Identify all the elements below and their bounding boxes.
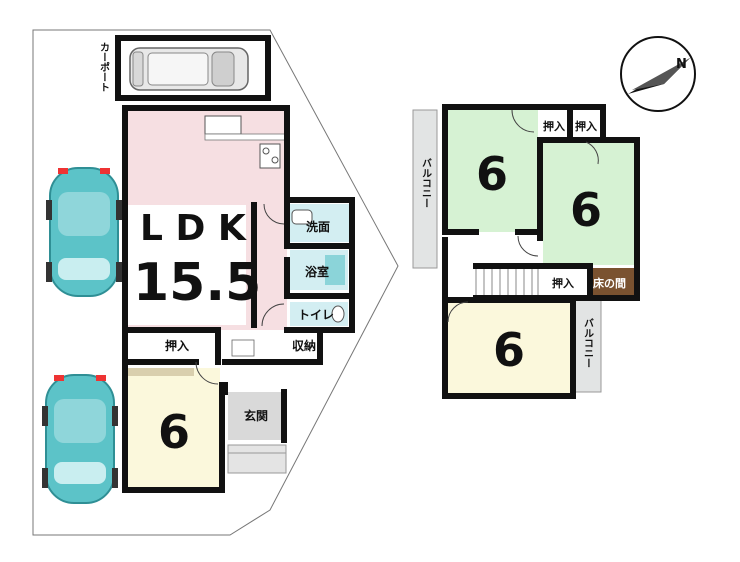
compass-north-label: N	[676, 57, 687, 72]
ldk-label: L D K	[140, 208, 247, 249]
second-floor: バルコニー バルコニー 6 6 6 押入 押入 押入 床の間	[412, 104, 640, 399]
tatami-left-size: 6	[476, 147, 508, 201]
western-room	[448, 302, 570, 394]
tokonoma-label: 床の間	[593, 276, 626, 290]
carport-label: カーポート	[98, 42, 110, 92]
tatami-right-room	[543, 142, 635, 265]
car-icon	[46, 167, 122, 297]
bath-label: 浴室	[305, 264, 329, 279]
oshiire-2-label: 押入	[575, 119, 597, 133]
shuno-label: 収納	[292, 338, 316, 353]
compass: N	[620, 36, 696, 112]
toilet-label: トイレ	[298, 308, 334, 322]
ldk-size: 15.5	[133, 253, 261, 313]
kitchen-counter	[204, 133, 286, 141]
tatami-right-size: 6	[570, 183, 602, 237]
carport: カーポート	[98, 35, 271, 101]
genkan-room	[228, 392, 284, 440]
balcony-left	[412, 109, 438, 269]
western-size: 6	[493, 323, 525, 377]
ldk-label-box	[128, 205, 246, 325]
senmen-label: 洗面	[306, 219, 330, 234]
oshiire-label: 押入	[165, 338, 189, 353]
car-icon	[42, 374, 118, 504]
kitchen-sink	[204, 115, 242, 135]
kitchen-stove	[259, 143, 281, 169]
oshiire-1-label: 押入	[543, 119, 565, 133]
balcony-left-label: バルコニー	[420, 158, 432, 208]
bedroom-room	[128, 368, 220, 490]
tatami-left-room	[448, 110, 538, 232]
stairs	[475, 267, 539, 297]
genkan-label: 玄関	[244, 408, 268, 423]
car-icon	[129, 47, 249, 91]
first-floor: L D K 15.5 6 洗面 浴室 トイレ 押入 収納 玄関	[122, 105, 355, 493]
bedroom-size: 6	[158, 405, 190, 459]
oshiire-3-label: 押入	[552, 276, 574, 290]
balcony-right-label: バルコニー	[582, 318, 594, 368]
entry-steps	[227, 444, 287, 474]
tokonoma	[590, 268, 634, 296]
